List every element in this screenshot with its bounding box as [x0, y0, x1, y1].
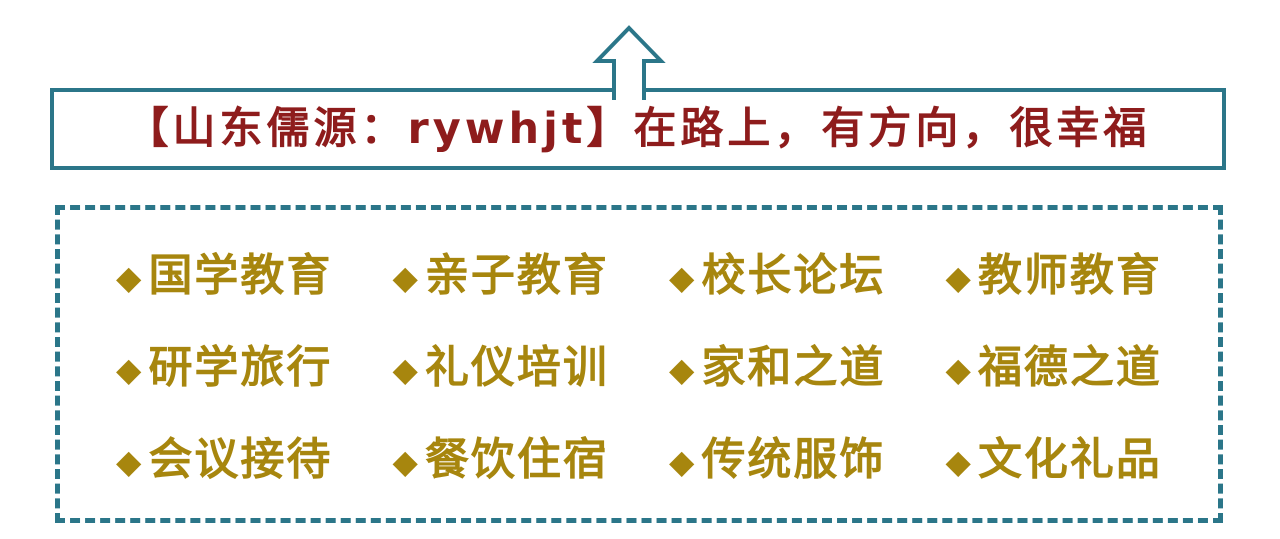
menu-item-label: 传统服饰 [701, 434, 886, 485]
diamond-bullet-icon: ◆ [116, 349, 142, 389]
menu-item-label: 亲子教育 [424, 250, 609, 301]
menu-item-label: 福德之道 [977, 342, 1162, 393]
menu-item-chuantong[interactable]: ◆ 传统服饰 [639, 438, 916, 482]
menu-item-guoxue[interactable]: ◆ 国学教育 [86, 254, 363, 298]
menu-item-qinzi[interactable]: ◆ 亲子教育 [363, 254, 640, 298]
up-arrow-icon [592, 25, 666, 100]
menu-item-fude[interactable]: ◆ 福德之道 [916, 346, 1193, 390]
menu-item-label: 教师教育 [977, 250, 1162, 301]
diamond-bullet-icon: ◆ [392, 441, 418, 481]
diamond-bullet-icon: ◆ [945, 441, 971, 481]
menu-item-wenhua[interactable]: ◆ 文化礼品 [916, 438, 1193, 482]
menu-item-huiyi[interactable]: ◆ 会议接待 [86, 438, 363, 482]
diamond-bullet-icon: ◆ [392, 349, 418, 389]
menu-item-liyi[interactable]: ◆ 礼仪培训 [363, 346, 640, 390]
diamond-bullet-icon: ◆ [392, 257, 418, 297]
category-menu: ◆ 国学教育 ◆ 亲子教育 ◆ 校长论坛 ◆ 教师教育 ◆ 研学旅行 ◆ 礼仪培… [55, 205, 1223, 523]
diamond-bullet-icon: ◆ [669, 441, 695, 481]
menu-item-label: 国学教育 [148, 250, 333, 301]
menu-item-jiahe[interactable]: ◆ 家和之道 [639, 346, 916, 390]
diamond-bullet-icon: ◆ [116, 257, 142, 297]
diamond-bullet-icon: ◆ [116, 441, 142, 481]
menu-item-xiaozhang[interactable]: ◆ 校长论坛 [639, 254, 916, 298]
menu-item-label: 家和之道 [701, 342, 886, 393]
menu-item-label: 文化礼品 [977, 434, 1162, 485]
menu-item-label: 餐饮住宿 [424, 434, 609, 485]
diamond-bullet-icon: ◆ [945, 349, 971, 389]
diamond-bullet-icon: ◆ [669, 349, 695, 389]
menu-item-label: 会议接待 [148, 434, 333, 485]
menu-item-label: 礼仪培训 [424, 342, 609, 393]
menu-item-label: 研学旅行 [148, 342, 333, 393]
menu-item-jiaoshi[interactable]: ◆ 教师教育 [916, 254, 1193, 298]
menu-item-label: 校长论坛 [701, 250, 886, 301]
menu-item-canyin[interactable]: ◆ 餐饮住宿 [363, 438, 640, 482]
banner-box: 【山东儒源：rywhjt】在路上，有方向，很幸福 [50, 88, 1226, 170]
diamond-bullet-icon: ◆ [945, 257, 971, 297]
diamond-bullet-icon: ◆ [669, 257, 695, 297]
banner-title: 【山东儒源：rywhjt】在路上，有方向，很幸福 [125, 103, 1151, 154]
menu-item-yanxue[interactable]: ◆ 研学旅行 [86, 346, 363, 390]
